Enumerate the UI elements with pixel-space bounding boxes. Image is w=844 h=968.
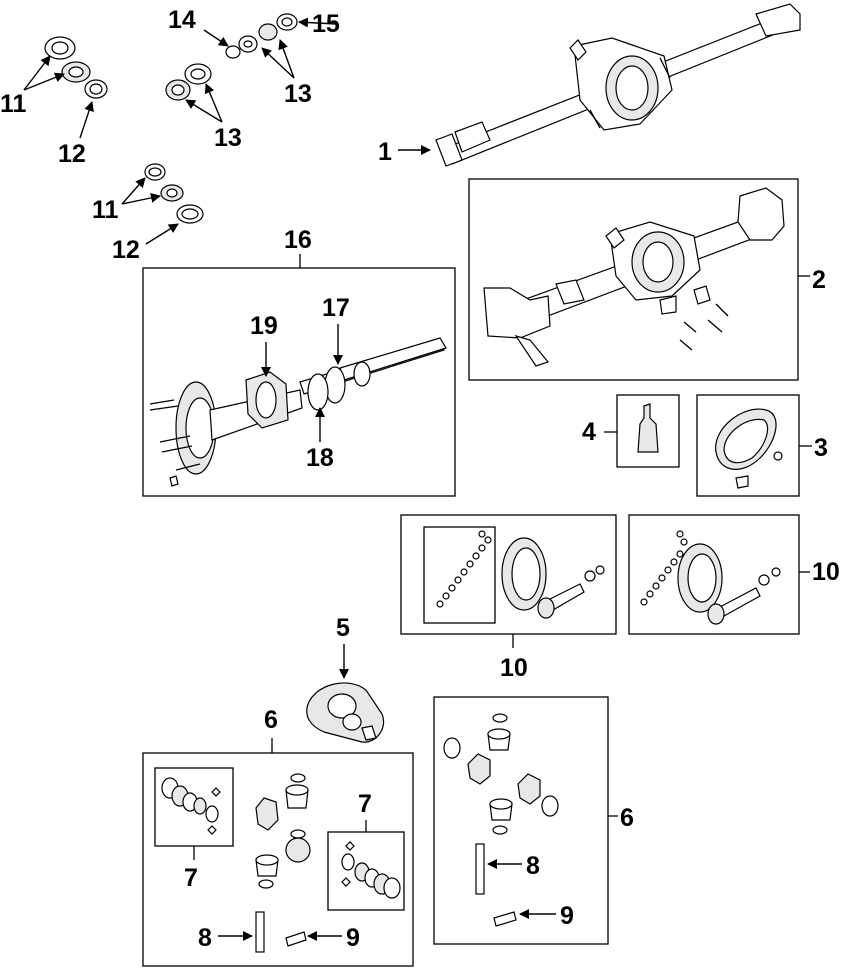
axle-housing [435, 3, 801, 167]
sealant-box [616, 394, 680, 468]
ring-bolt-subbox [423, 526, 496, 624]
callout-9: 9 [560, 902, 574, 930]
callout-2: 2 [812, 266, 826, 294]
callout-4: 4 [582, 418, 596, 446]
callout-13: 13 [214, 124, 242, 152]
axle-housing-assembly [483, 187, 785, 367]
ring-pinion-box-left [400, 514, 617, 635]
callout-13: 13 [284, 80, 312, 108]
ring-pinion-box-right [628, 514, 800, 635]
callout-16: 16 [284, 226, 312, 254]
pinion-bearing-set [165, 13, 298, 101]
callout-1: 1 [378, 138, 392, 166]
callout-6: 6 [264, 706, 278, 734]
ring-pinion-set-right [640, 530, 781, 625]
callout-3: 3 [814, 434, 828, 462]
callout-10: 10 [812, 558, 840, 586]
axle-shaft-assembly [149, 337, 447, 487]
sealant-tube [637, 403, 659, 453]
ring-pinion-set-left [436, 530, 605, 619]
diff-gear-box-left [142, 752, 414, 967]
callout-14: 14 [168, 6, 196, 34]
callout-17: 17 [322, 294, 350, 322]
axle-shaft-box [142, 267, 456, 497]
callout-12: 12 [112, 236, 140, 264]
bearing-set-top-left [44, 36, 108, 99]
bearing-set-mid-left [144, 163, 204, 224]
callout-11: 11 [0, 90, 27, 118]
diff-gear-parts-left [161, 773, 401, 953]
differential-case [306, 682, 385, 743]
callout-7: 7 [358, 790, 372, 818]
differential-cover [715, 408, 783, 489]
diff-gear-box-right [433, 696, 609, 945]
callout-7: 7 [184, 864, 198, 892]
diff-gear-parts-right [443, 713, 559, 927]
callout-6: 6 [620, 804, 634, 832]
callout-9: 9 [346, 924, 360, 952]
callout-18: 18 [306, 444, 334, 472]
axle-housing-assembly-box [468, 178, 799, 381]
callout-11: 11 [92, 196, 119, 224]
callout-8: 8 [526, 852, 540, 880]
callout-5: 5 [336, 614, 350, 642]
callout-19: 19 [250, 312, 278, 340]
callout-10: 10 [500, 654, 528, 682]
callout-12: 12 [58, 140, 86, 168]
callout-8: 8 [198, 924, 212, 952]
